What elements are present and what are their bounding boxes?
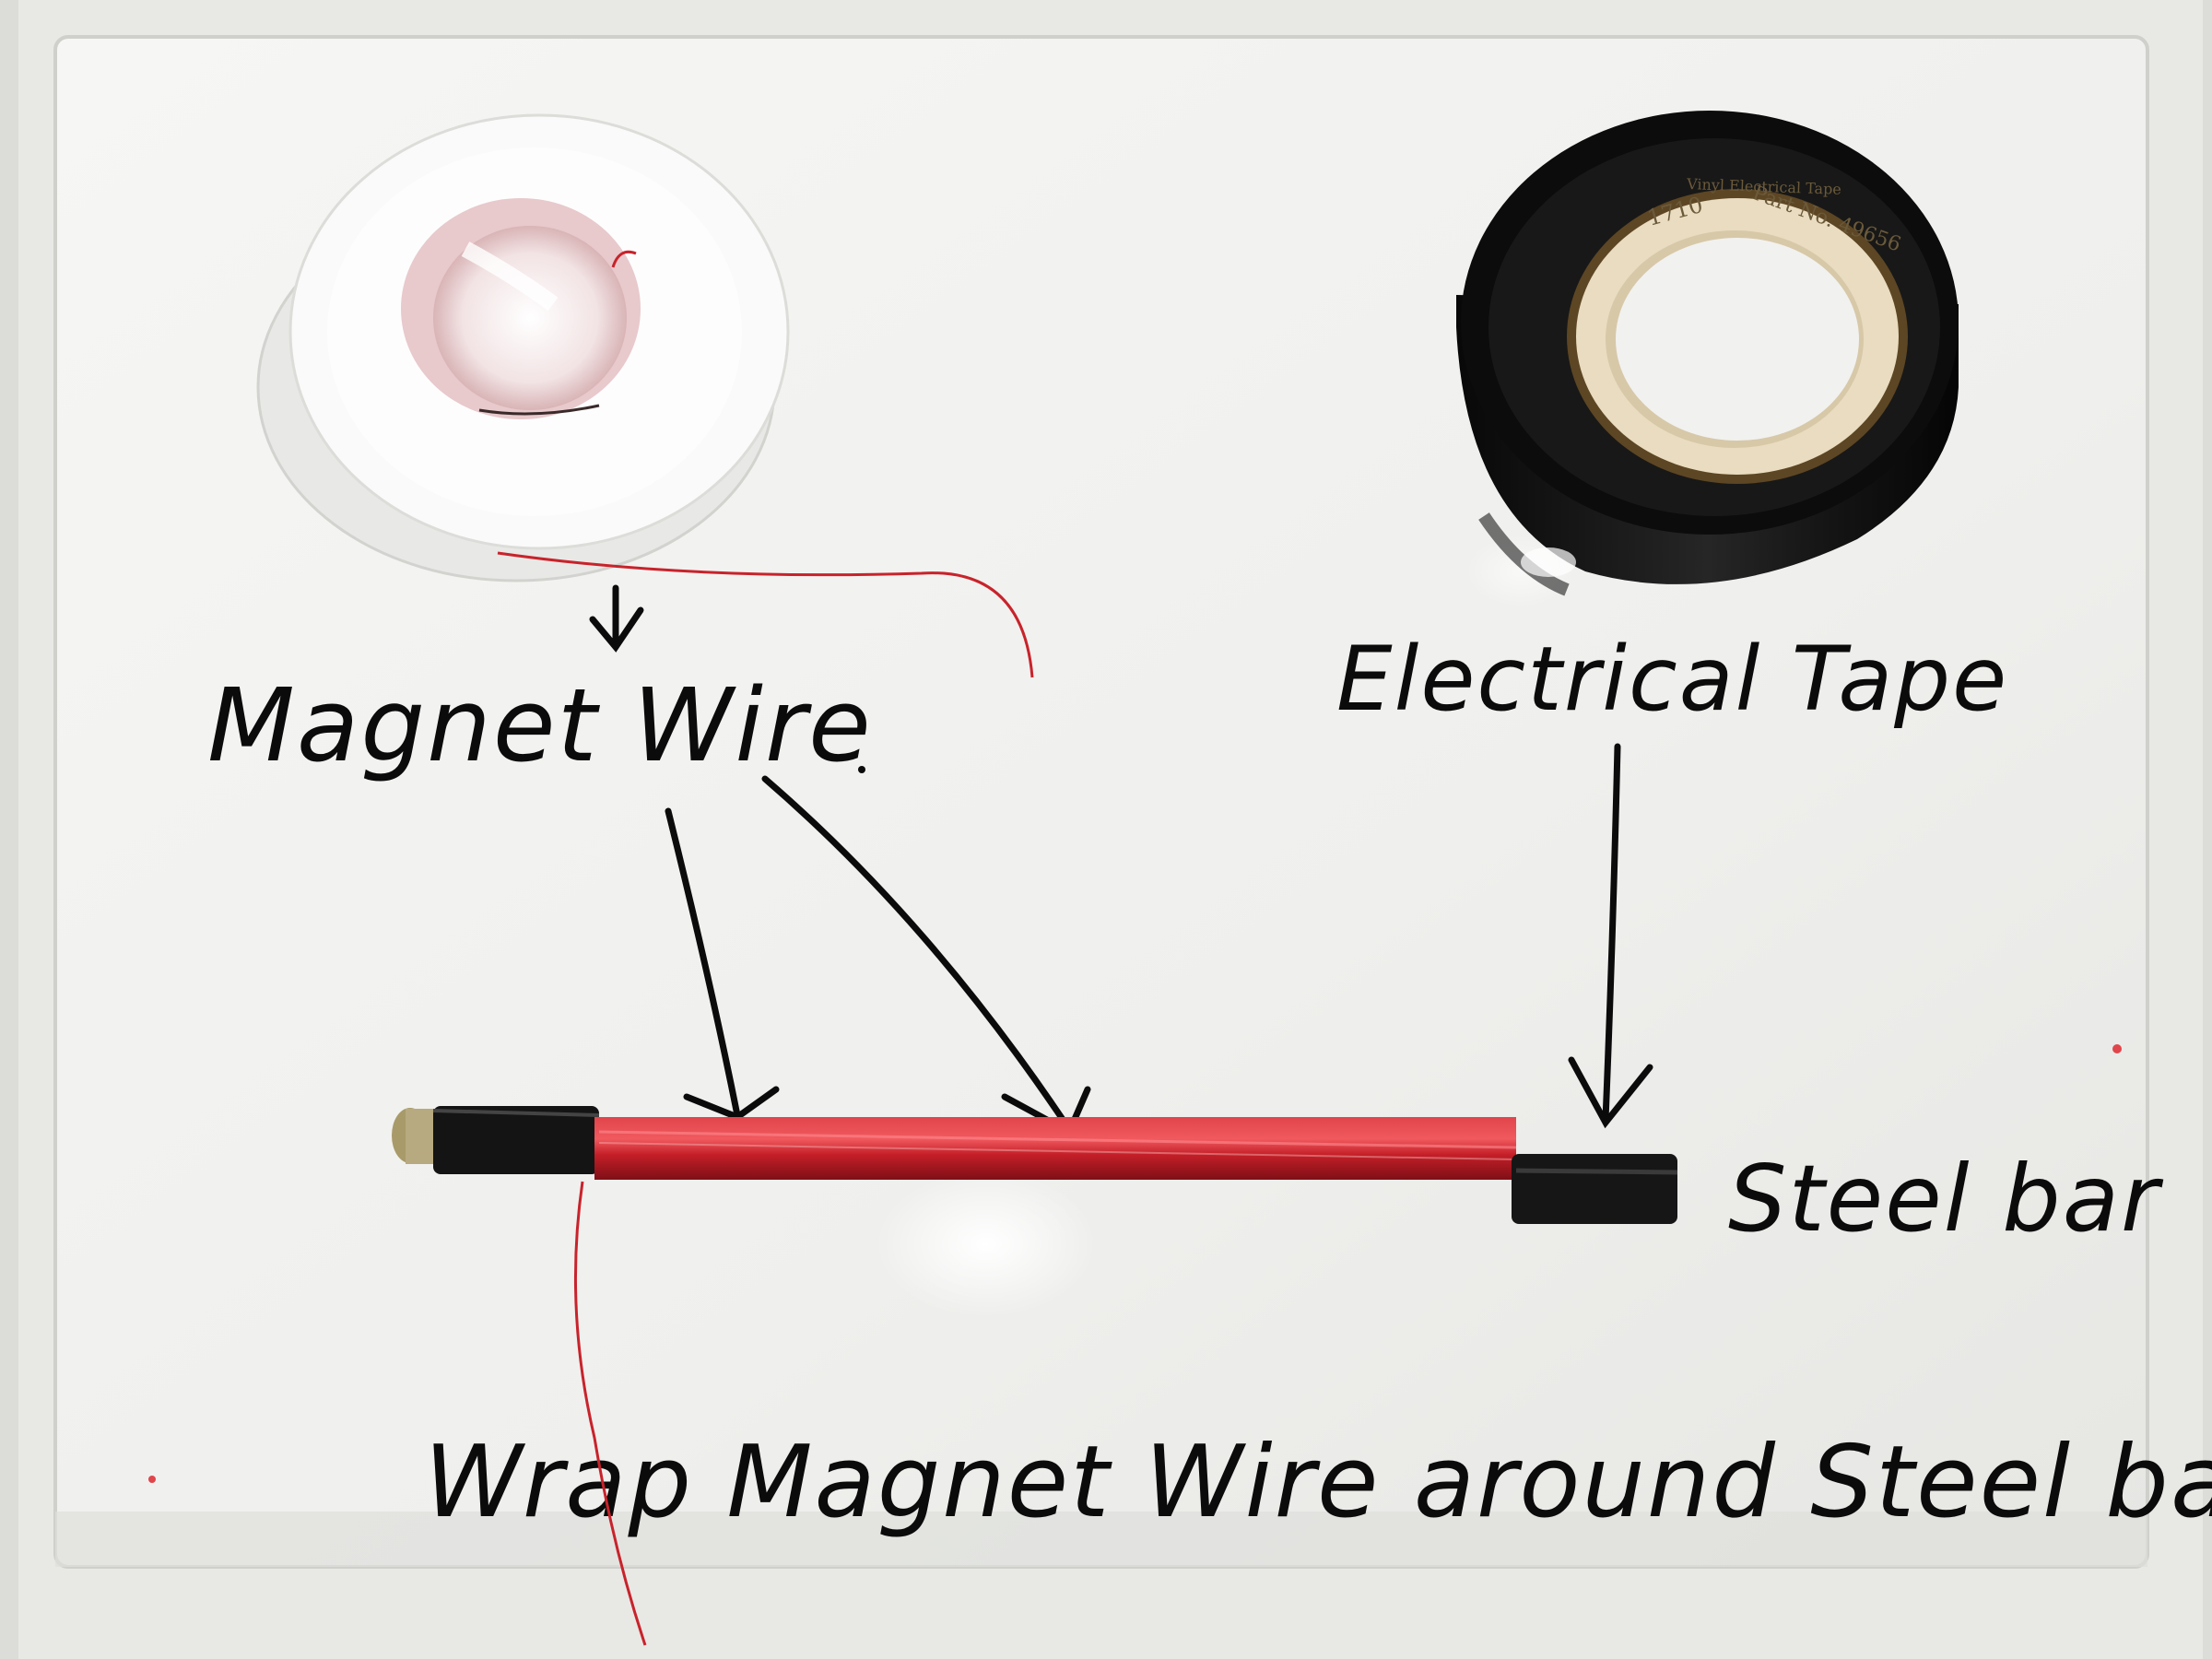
label-electrical-tape: Electrical Tape bbox=[1336, 628, 2008, 731]
red-speck-2 bbox=[148, 1476, 156, 1483]
arrow-tape bbox=[1568, 743, 1653, 1129]
board-edge-shadow bbox=[55, 1512, 2147, 1567]
loose-wire-bottom bbox=[573, 1181, 647, 1646]
label-magnet-wire: Magnet Wire bbox=[207, 666, 873, 784]
glare-center bbox=[876, 1171, 1097, 1318]
label-instruction: Wrap Magnet Wire around Steel bar. bbox=[424, 1425, 2212, 1540]
loose-wire-top bbox=[497, 551, 1034, 678]
label-steel-bar: Steel bar bbox=[1728, 1145, 2164, 1253]
electrical-tape-roll: Part No. 49656 1710 Vinyl Electrical Tap… bbox=[1456, 111, 1959, 596]
magnet-wire-spool bbox=[256, 113, 790, 582]
red-speck bbox=[2112, 1044, 2122, 1053]
arrow-spool-to-label bbox=[589, 584, 644, 653]
steel-bar-electromagnet bbox=[392, 1106, 1678, 1224]
marker-dot bbox=[858, 766, 865, 773]
